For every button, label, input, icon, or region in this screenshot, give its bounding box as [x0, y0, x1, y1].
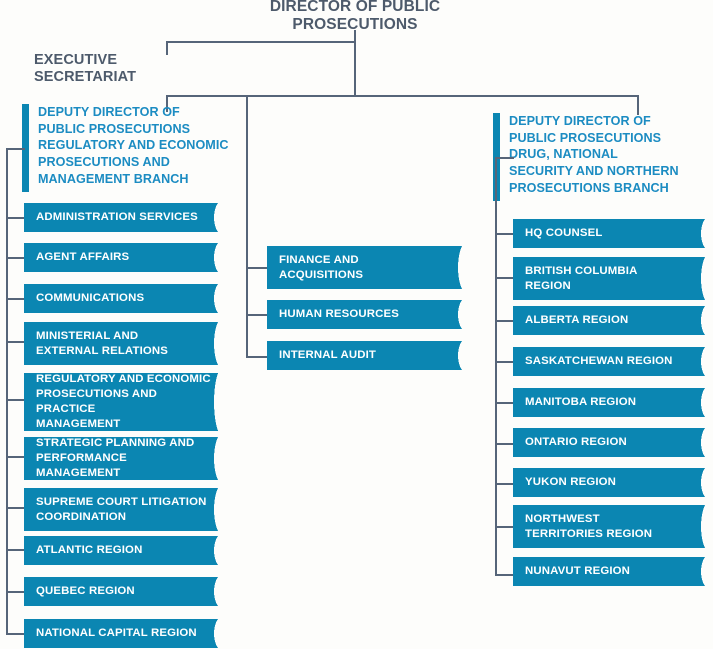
unit-label: MINISTERIAL AND EXTERNAL RELATIONS: [36, 329, 169, 357]
unit-label: ATLANTIC REGION: [36, 544, 143, 557]
connector-bus-executive: [166, 41, 356, 43]
unit-regulatory-economic-prosecutions-practice-management[interactable]: REGULATORY AND ECONOMIC PROSECUTIONS AND…: [24, 373, 223, 431]
connector-stub-right-8: [495, 526, 514, 528]
unit-label: ADMINISTRATION SERVICES: [36, 211, 198, 224]
unit-label: BRITISH COLUMBIA REGION: [525, 264, 638, 292]
unit-label: FINANCE AND ACQUISITIONS: [279, 253, 364, 281]
unit-ministerial-external-relations[interactable]: MINISTERIAL AND EXTERNAL RELATIONS: [24, 322, 223, 365]
unit-atlantic-region[interactable]: ATLANTIC REGION: [24, 536, 223, 565]
unit-agent-affairs[interactable]: AGENT AFFAIRS: [24, 243, 223, 272]
unit-alberta-region[interactable]: ALBERTA REGION: [513, 306, 710, 335]
unit-label: QUEBEC REGION: [36, 585, 135, 598]
connector-bus-branches: [166, 95, 639, 97]
unit-saskatchewan-region[interactable]: SASKATCHEWAN REGION: [513, 347, 710, 376]
unit-internal-audit[interactable]: INTERNAL AUDIT: [267, 341, 467, 370]
heading-deputy-director-regulatory-label: DEPUTY DIRECTOR OF PUBLIC PROSECUTIONS R…: [38, 105, 229, 186]
connector-stub-right-7: [495, 483, 514, 485]
connector-stub-left-0: [6, 148, 25, 150]
unit-label: NATIONAL CAPITAL REGION: [36, 627, 197, 640]
unit-label: HUMAN RESOURCES: [279, 308, 399, 321]
unit-yukon-region[interactable]: YUKON REGION: [513, 468, 710, 497]
unit-label: SASKATCHEWAN REGION: [525, 355, 673, 368]
heading-deputy-director-drug-national-security-label: DEPUTY DIRECTOR OF PUBLIC PROSECUTIONS D…: [509, 114, 679, 195]
connector-stub-right-3: [495, 320, 514, 322]
unit-quebec-region[interactable]: QUEBEC REGION: [24, 577, 223, 606]
connector-stub-right-1: [495, 233, 514, 235]
unit-label: COMMUNICATIONS: [36, 292, 145, 305]
unit-strategic-planning-performance-management[interactable]: STRATEGIC PLANNING AND PERFORMANCE MANAG…: [24, 437, 223, 480]
connector-stub-left-4: [6, 341, 25, 343]
page-title: DIRECTOR OF PUBLIC PROSECUTIONS: [269, 0, 441, 34]
connector-stub-middle-0: [246, 267, 267, 269]
unit-supreme-court-litigation-coordination[interactable]: SUPREME COURT LITIGATION COORDINATION: [24, 488, 223, 531]
connector-drop-executive: [166, 41, 168, 55]
unit-nunavut-region[interactable]: NUNAVUT REGION: [513, 557, 710, 586]
connector-stub-left-3: [6, 298, 25, 300]
connector-stub-right-0: [495, 157, 514, 159]
heading-deputy-director-regulatory: DEPUTY DIRECTOR OF PUBLIC PROSECUTIONS R…: [22, 104, 237, 192]
connector-stub-left-5: [6, 399, 25, 401]
connector-drop-left-branch: [166, 95, 168, 112]
connector-stub-right-4: [495, 361, 514, 363]
unit-label: HQ COUNSEL: [525, 227, 603, 240]
unit-label: ALBERTA REGION: [525, 314, 629, 327]
connector-stub-left-6: [6, 456, 25, 458]
connector-stub-left-9: [6, 591, 25, 593]
connector-rail-right: [495, 157, 497, 575]
unit-ontario-region[interactable]: ONTARIO REGION: [513, 428, 710, 457]
unit-manitoba-region[interactable]: MANITOBA REGION: [513, 388, 710, 417]
accent-bar-left: [22, 104, 29, 192]
connector-stub-left-7: [6, 507, 25, 509]
unit-label: NORTHWEST TERRITORIES REGION: [525, 512, 653, 540]
unit-label: AGENT AFFAIRS: [36, 251, 130, 264]
connector-root-trunk: [354, 41, 356, 97]
connector-stub-right-9: [495, 574, 514, 576]
unit-label: YUKON REGION: [525, 476, 617, 489]
connector-stub-right-5: [495, 402, 514, 404]
connector-stub-middle-1: [246, 314, 267, 316]
connector-stub-left-1: [6, 217, 25, 219]
unit-finance-and-acquisitions[interactable]: FINANCE AND ACQUISITIONS: [267, 246, 467, 289]
unit-label: SUPREME COURT LITIGATION COORDINATION: [36, 495, 207, 523]
unit-label: NUNAVUT REGION: [525, 565, 631, 578]
unit-label: ONTARIO REGION: [525, 436, 627, 449]
unit-label: INTERNAL AUDIT: [279, 349, 377, 362]
unit-administration-services[interactable]: ADMINISTRATION SERVICES: [24, 203, 223, 232]
connector-stub-left-10: [6, 633, 25, 635]
unit-northwest-territories-region[interactable]: NORTHWEST TERRITORIES REGION: [513, 505, 710, 548]
unit-hq-counsel[interactable]: HQ COUNSEL: [513, 219, 710, 248]
connector-stub-right-6: [495, 443, 514, 445]
unit-british-columbia-region[interactable]: BRITISH COLUMBIA REGION: [513, 257, 710, 300]
unit-label: REGULATORY AND ECONOMIC PROSECUTIONS AND…: [36, 373, 211, 430]
unit-label: STRATEGIC PLANNING AND PERFORMANCE MANAG…: [36, 437, 195, 479]
heading-deputy-director-drug-national-security: DEPUTY DIRECTOR OF PUBLIC PROSECUTIONS D…: [493, 113, 708, 201]
unit-label: MANITOBA REGION: [525, 396, 637, 409]
unit-national-capital-region[interactable]: NATIONAL CAPITAL REGION: [24, 619, 223, 648]
node-executive-secretariat: EXECUTIVE SECRETARIAT: [34, 52, 137, 86]
unit-communications[interactable]: COMMUNICATIONS: [24, 284, 223, 313]
connector-drop-right-branch: [637, 95, 639, 115]
connector-rail-left: [6, 148, 8, 635]
connector-stub-left-8: [6, 549, 25, 551]
connector-stub-middle-2: [246, 356, 267, 358]
connector-stub-left-2: [6, 257, 25, 259]
connector-rail-middle: [246, 95, 248, 358]
connector-root-drop: [354, 30, 356, 43]
unit-human-resources[interactable]: HUMAN RESOURCES: [267, 300, 467, 329]
connector-stub-right-2: [495, 277, 514, 279]
